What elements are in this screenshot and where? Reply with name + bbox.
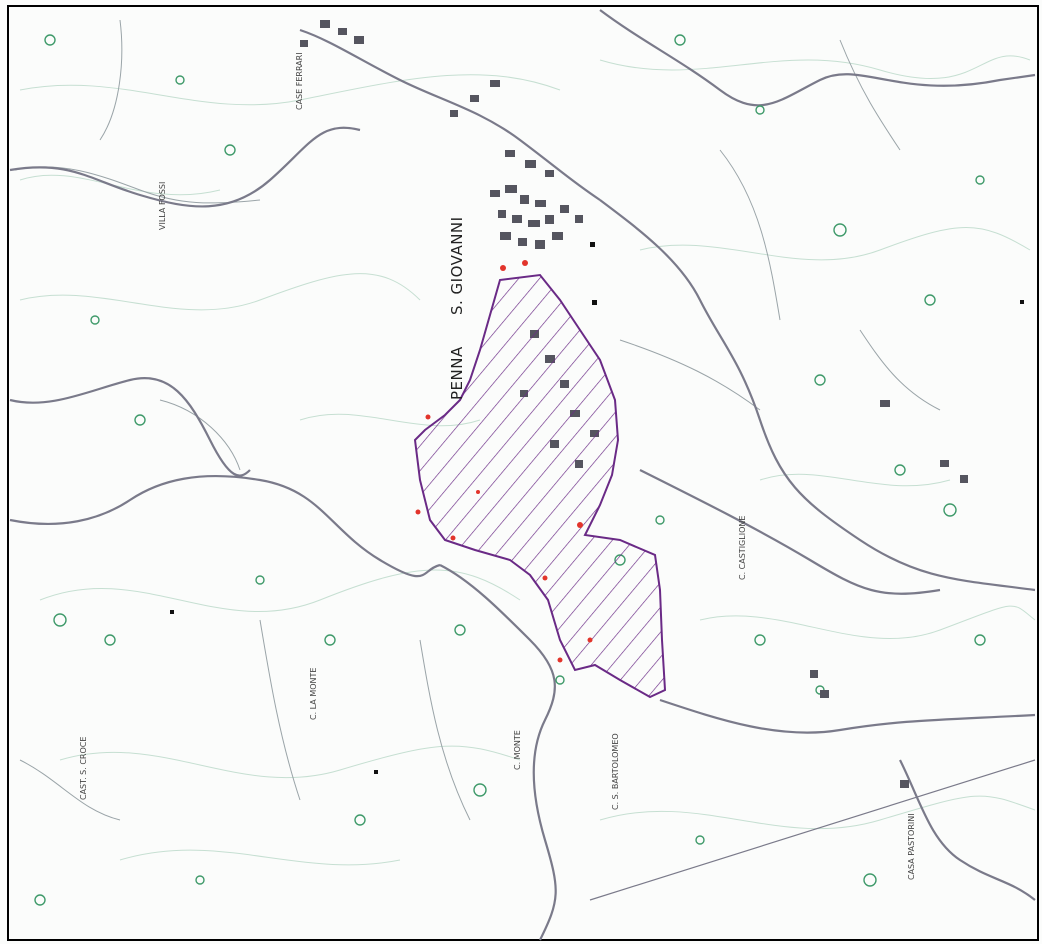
label-c-monte: C. MONTE <box>513 730 522 770</box>
hatched-zone <box>413 273 667 699</box>
label-s-giovanni: S. GIOVANNI <box>448 216 466 315</box>
label-c-s-bartolomeo: C. S. BARTOLOMEO <box>611 733 620 810</box>
boundary-markers <box>415 260 593 663</box>
map-frame <box>7 5 1039 941</box>
label-c-la-monte: C. LA MONTE <box>309 668 318 720</box>
label-villa-fossi: VILLA FOSSI <box>158 182 167 230</box>
label-casa-pastorini: CASA PASTORINI <box>907 813 916 880</box>
label-case-ferrari: CASE FERRARI <box>295 52 304 110</box>
roads <box>9 9 1036 941</box>
label-c-castiglione: C. CASTIGLIONE <box>738 516 747 580</box>
label-penna: PENNA <box>448 346 466 400</box>
spot-markers <box>170 242 1024 774</box>
label-cast-s-croce: CAST. S. CROCE <box>79 737 88 800</box>
